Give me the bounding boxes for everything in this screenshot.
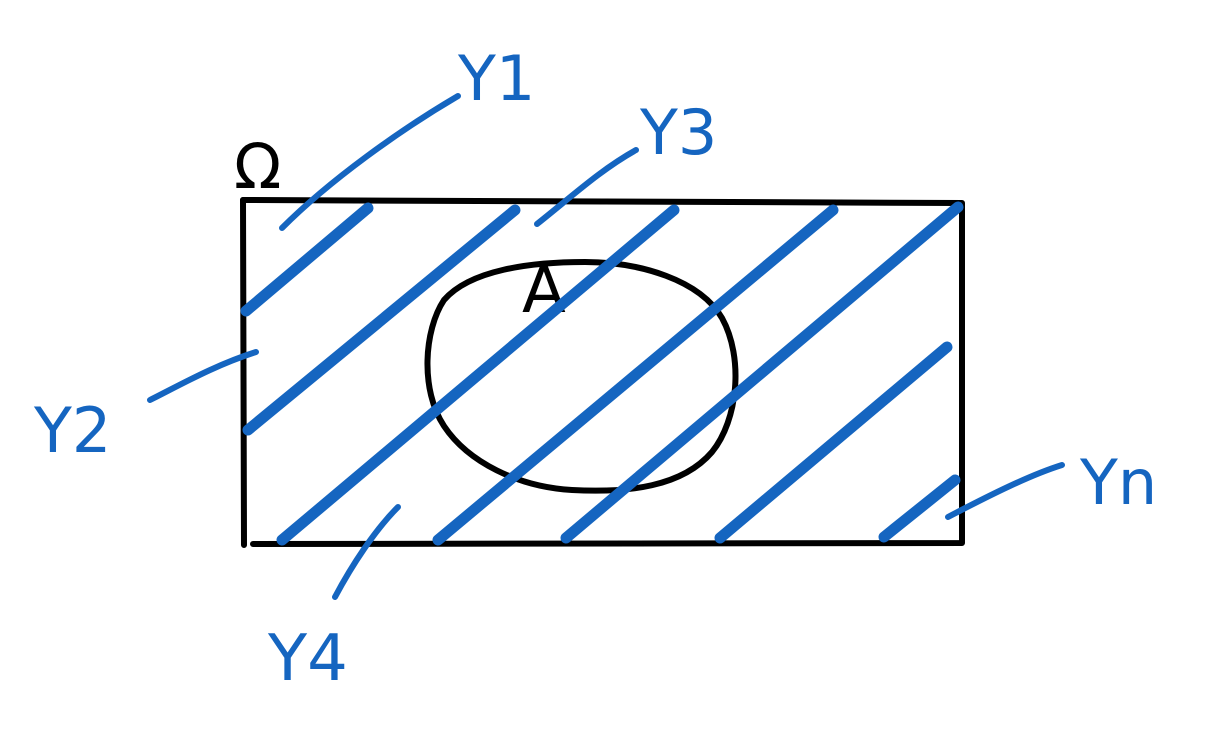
label-leader-lines — [147, 93, 1065, 600]
yn-leader — [945, 462, 1065, 520]
stripe-5 — [560, 201, 964, 544]
sample-space-rectangle — [240, 197, 965, 548]
y4-label: Y4 — [267, 622, 348, 696]
y1-label: Y1 — [457, 42, 535, 115]
y3-label: Y3 — [639, 96, 717, 169]
stripe-6 — [714, 341, 953, 544]
stripe-4 — [432, 204, 839, 546]
y1-leader — [279, 93, 461, 231]
stripe-3 — [276, 204, 680, 546]
stripe-1 — [240, 202, 374, 317]
y3-leader — [534, 147, 639, 227]
stripe-7 — [878, 474, 961, 543]
y2-label: Y2 — [33, 394, 111, 467]
stripe-2 — [242, 204, 521, 436]
y4-leader — [332, 504, 401, 600]
yn-label: Yn — [1079, 446, 1157, 519]
y2-leader — [147, 349, 259, 403]
partition-stripes — [240, 201, 964, 546]
omega-label: Ω — [234, 130, 281, 203]
event-a-circle — [424, 258, 739, 494]
